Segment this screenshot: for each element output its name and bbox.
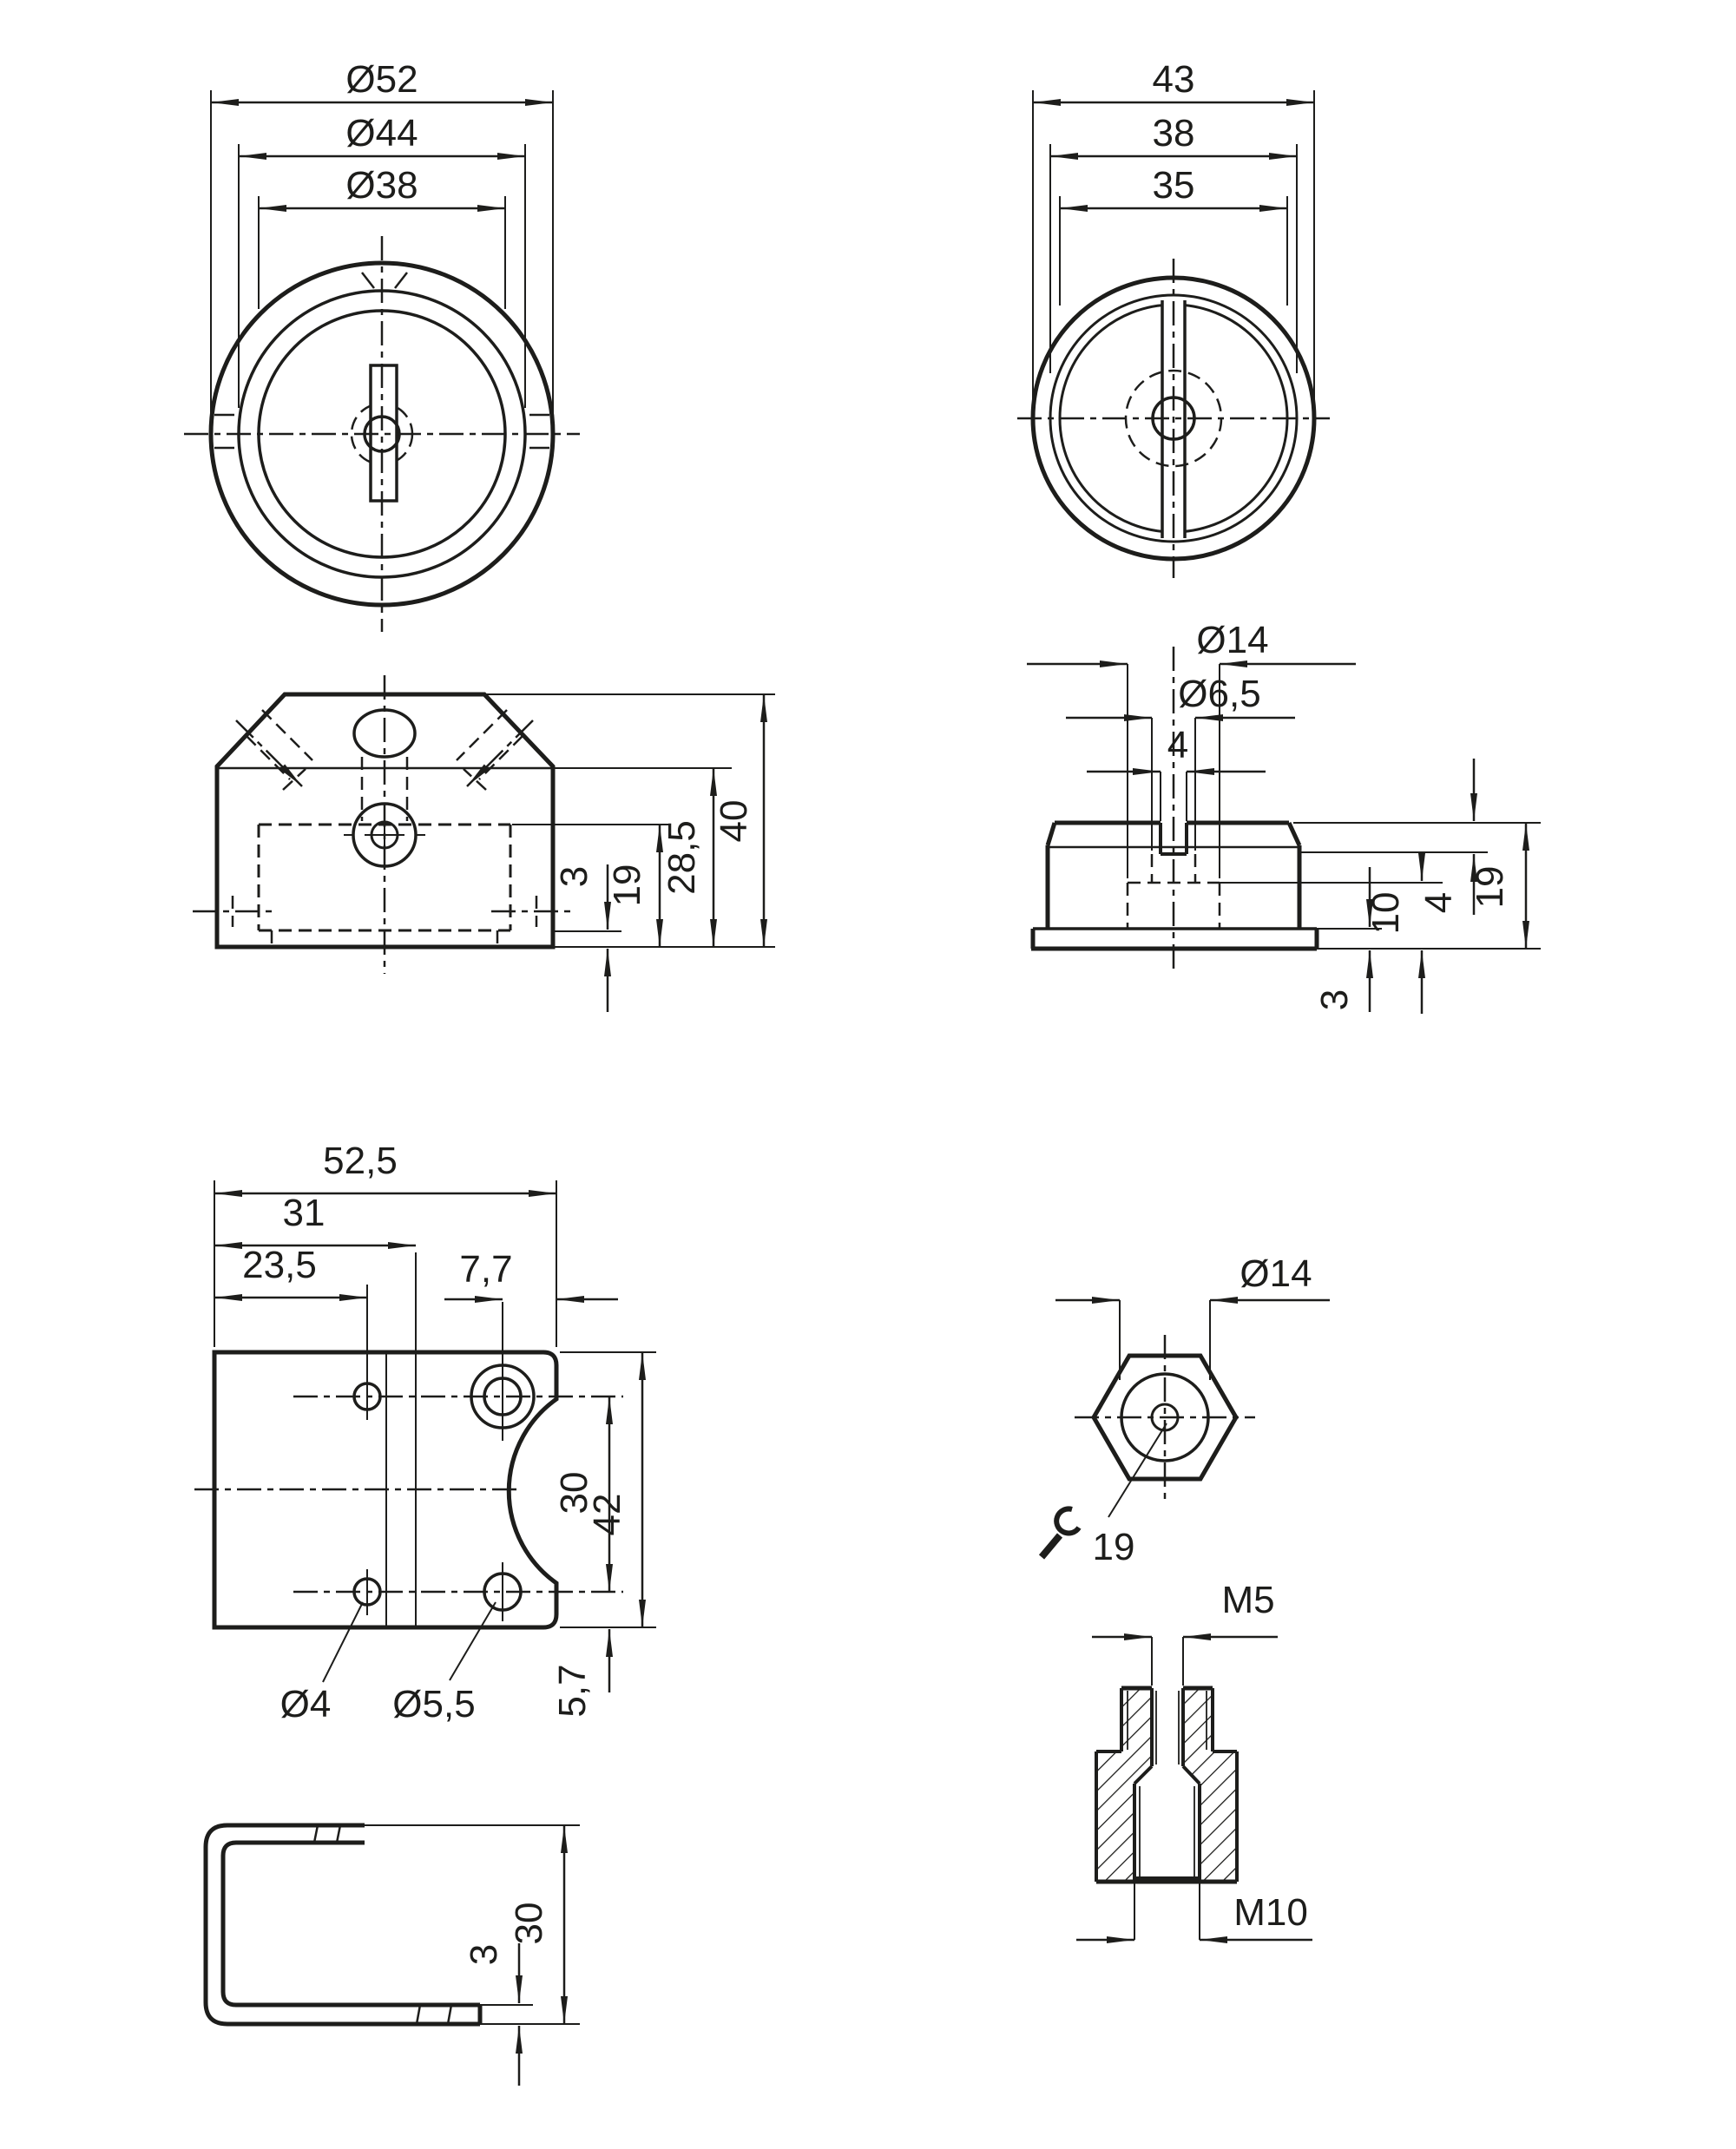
view-mounting-plate: 52,5 31 23,5 7,7: [194, 1140, 656, 1725]
dim-label-wrench19: 19: [1093, 1526, 1135, 1568]
view-channel-bracket: 30 3: [203, 1823, 580, 2086]
dim-label-height40: 40: [713, 800, 755, 843]
dim-label-channel3: 3: [463, 1944, 505, 1965]
view-front-cap: 43 38 35: [1017, 58, 1330, 578]
dim-label-col7-7: 7,7: [459, 1248, 512, 1291]
dim-label-slot4: 4: [1167, 724, 1188, 766]
wrench-icon: [1038, 1506, 1082, 1560]
view-thread-adapter: M5 M10: [1076, 1579, 1312, 1943]
dim-label-38: 38: [1153, 112, 1195, 154]
dim-label-channel30: 30: [508, 1903, 550, 1945]
view-hex-adapter: Ø14 19: [1038, 1252, 1330, 1568]
view-side-cap: Ø14 Ø6,5 4: [1027, 619, 1541, 1014]
dim-label-bottom5-7: 5,7: [551, 1664, 594, 1717]
dim-label-cbore10: 10: [1364, 892, 1407, 935]
dim-label-od52: Ø52: [345, 58, 418, 101]
dim-label-hole5-5: Ø5,5: [392, 1683, 475, 1725]
dim-label-od44: Ø44: [345, 112, 418, 154]
dim-label-shoulder28-5: 28,5: [661, 820, 703, 895]
dim-label-hole4: Ø4: [280, 1683, 332, 1725]
dim-label-43: 43: [1153, 58, 1195, 101]
dim-label-m5: M5: [1221, 1579, 1274, 1621]
view-side-block: 40 28,5 19 3: [193, 675, 775, 1012]
dim-label-flange3: 3: [1313, 989, 1356, 1010]
view-front-flange: Ø52 Ø44 Ø38: [184, 58, 580, 632]
dim-label-m10: M10: [1233, 1891, 1308, 1934]
dim-label-cavity19: 19: [606, 864, 648, 907]
dim-label-step4: 4: [1417, 892, 1460, 913]
dim-label-fold31: 31: [283, 1192, 326, 1234]
dim-label-hex14: Ø14: [1240, 1252, 1312, 1295]
dim-label-width52-5: 52,5: [323, 1140, 398, 1182]
dim-label-height42: 42: [586, 1494, 628, 1536]
dim-label-bore14: Ø14: [1196, 619, 1268, 661]
dim-label-col23-5: 23,5: [242, 1244, 317, 1286]
dim-label-35: 35: [1153, 164, 1195, 207]
dim-label-od38: Ø38: [345, 164, 418, 207]
dim-label-base3: 3: [553, 866, 595, 887]
dim-label-span30: 30: [553, 1472, 595, 1515]
dim-label-height19: 19: [1469, 866, 1511, 909]
